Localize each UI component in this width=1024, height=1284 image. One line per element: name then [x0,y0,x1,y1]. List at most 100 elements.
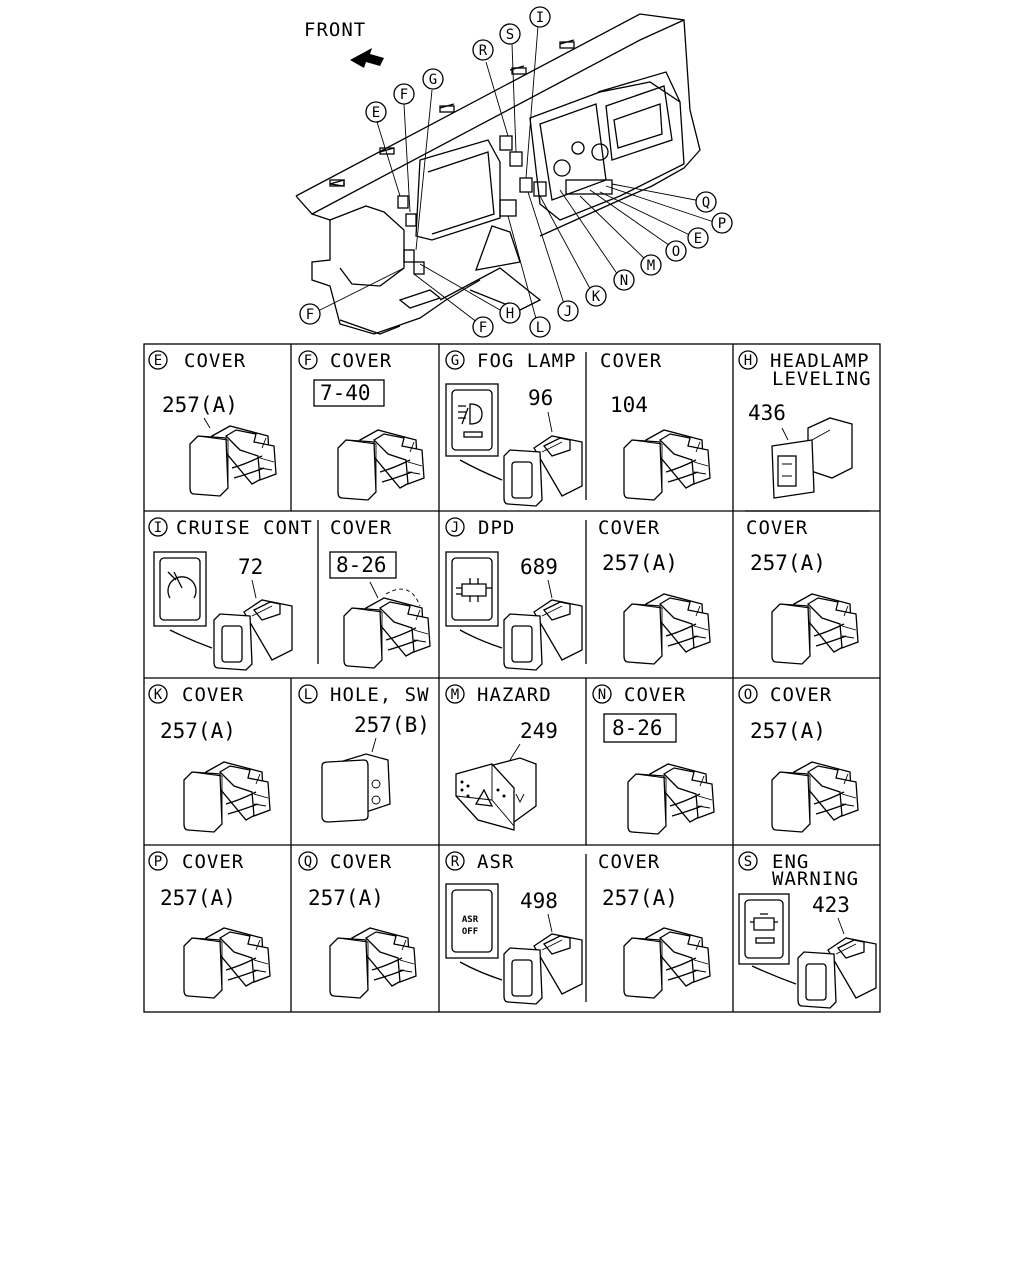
svg-text:R: R [451,854,460,870]
cell-q-cover: Q COVER 257(A) [298,851,417,999]
svg-text:J: J [451,520,459,536]
svg-text:K: K [592,289,601,305]
callout-o: O [665,240,687,262]
svg-text:F: F [479,320,487,336]
svg-text:257(A): 257(A) [602,551,678,575]
callout-j: J [557,300,579,322]
svg-text:436: 436 [748,401,786,425]
svg-text:S: S [744,854,752,870]
svg-text:F: F [306,307,314,323]
svg-text:423: 423 [812,893,850,917]
svg-text:R: R [479,43,488,59]
svg-text:G: G [451,353,459,369]
front-label: FRONT [304,19,366,41]
cell-e-cover: E COVER 257(A) [148,350,277,497]
svg-text:257(A): 257(A) [162,393,238,417]
cell-h-headlamp-leveling: H HEADLAMP LEVELING 436 [738,350,872,499]
cell-r-asr: R ASR ASR OFF 498 COVER 257(A) [445,851,711,1005]
svg-text:COVER: COVER [182,684,244,706]
cell-i-cruise-cont: I CRUISE CONT 72 COVER 8-26 [148,517,431,671]
svg-text:257(A): 257(A) [750,551,826,575]
cell-s-eng-warning: S ENG WARNING 423 [738,851,877,1009]
callout-g-top: G [422,68,444,90]
svg-text:F: F [400,87,408,103]
svg-text:72: 72 [238,555,263,579]
svg-text:257(A): 257(A) [160,886,236,910]
svg-text:E: E [372,105,380,121]
svg-text:689: 689 [520,555,558,579]
svg-text:COVER: COVER [746,517,808,539]
callout-f-bottom: F [472,316,494,338]
svg-text:8-26: 8-26 [612,716,663,740]
svg-text:G: G [429,72,437,88]
svg-text:COVER: COVER [330,350,392,372]
cell-p-cover: P COVER 257(A) [148,851,271,999]
asr-off-label: ASR [462,915,479,925]
dashboard-overview: FRONT [295,6,733,338]
cell-o-cover: O COVER 257(A) [738,684,859,833]
parts-grid [143,343,881,1013]
cell-n-cover: N COVER 8-26 [592,684,715,835]
svg-text:257(A): 257(A) [602,886,678,910]
cell-k-cover: K COVER 257(A) [148,684,271,833]
svg-text:H: H [506,306,514,322]
svg-text:S: S [506,27,514,43]
svg-text:257(B): 257(B) [354,713,430,737]
svg-text:J: J [564,304,572,320]
callout-s-top: S [499,23,521,45]
svg-text:Q: Q [702,195,710,211]
svg-text:DPD: DPD [478,517,515,539]
svg-text:L: L [536,320,544,336]
svg-text:F: F [304,353,312,369]
cell-j-dpd: J DPD 689 COVER 257(A) [445,517,711,671]
svg-text:P: P [154,854,162,870]
svg-text:FOG LAMP: FOG LAMP [477,350,577,372]
svg-text:N: N [620,273,628,289]
front-arrow-icon [350,48,384,68]
dpd-icon [456,578,492,602]
svg-text:HEADLAMP: HEADLAMP [770,350,870,372]
cruise-control-icon [167,571,197,599]
asr-off-label-2: OFF [462,927,478,937]
svg-text:COVER: COVER [330,517,392,539]
callout-f-top: F [393,83,415,105]
svg-text:M: M [451,687,459,703]
svg-text:N: N [598,687,606,703]
callout-h: H [499,302,521,324]
svg-text:257(A): 257(A) [160,719,236,743]
cell-g-fog-lamp: G FOG LAMP 96 COVER 104 [445,350,711,507]
svg-text:498: 498 [520,889,558,913]
callout-i-top: I [529,6,551,28]
svg-text:COVER: COVER [598,851,660,873]
callout-m: M [640,254,662,276]
svg-text:COVER: COVER [182,851,244,873]
cell-l-hole-sw: L HOLE, SW 257(B) [298,684,430,823]
cell-f-cover: F COVER 7-40 [298,350,425,501]
cell-m-hazard: M HAZARD 249 [445,684,558,831]
callout-p: P [711,212,733,234]
svg-text:257(A): 257(A) [750,719,826,743]
svg-text:WARNING: WARNING [772,868,859,890]
callout-r-top: R [472,39,494,61]
svg-text:K: K [154,687,163,703]
svg-text:249: 249 [520,719,558,743]
svg-text:257(A): 257(A) [308,886,384,910]
svg-text:O: O [672,244,680,260]
svg-text:ENG: ENG [772,851,809,873]
svg-text:M: M [647,258,655,274]
callout-n: N [613,269,635,291]
svg-text:O: O [744,687,752,703]
svg-text:I: I [536,10,544,26]
callout-k: K [585,285,607,307]
fog-lamp-icon [458,403,483,425]
svg-text:CRUISE CONT: CRUISE CONT [176,517,313,539]
svg-text:8-26: 8-26 [336,553,387,577]
svg-text:Q: Q [304,854,312,870]
svg-text:COVER: COVER [598,517,660,539]
callout-e-right: E [687,227,709,249]
svg-text:L: L [304,687,312,703]
callout-l: L [529,316,551,338]
svg-text:LEVELING: LEVELING [772,368,872,390]
callout-f-left: F [299,303,321,325]
